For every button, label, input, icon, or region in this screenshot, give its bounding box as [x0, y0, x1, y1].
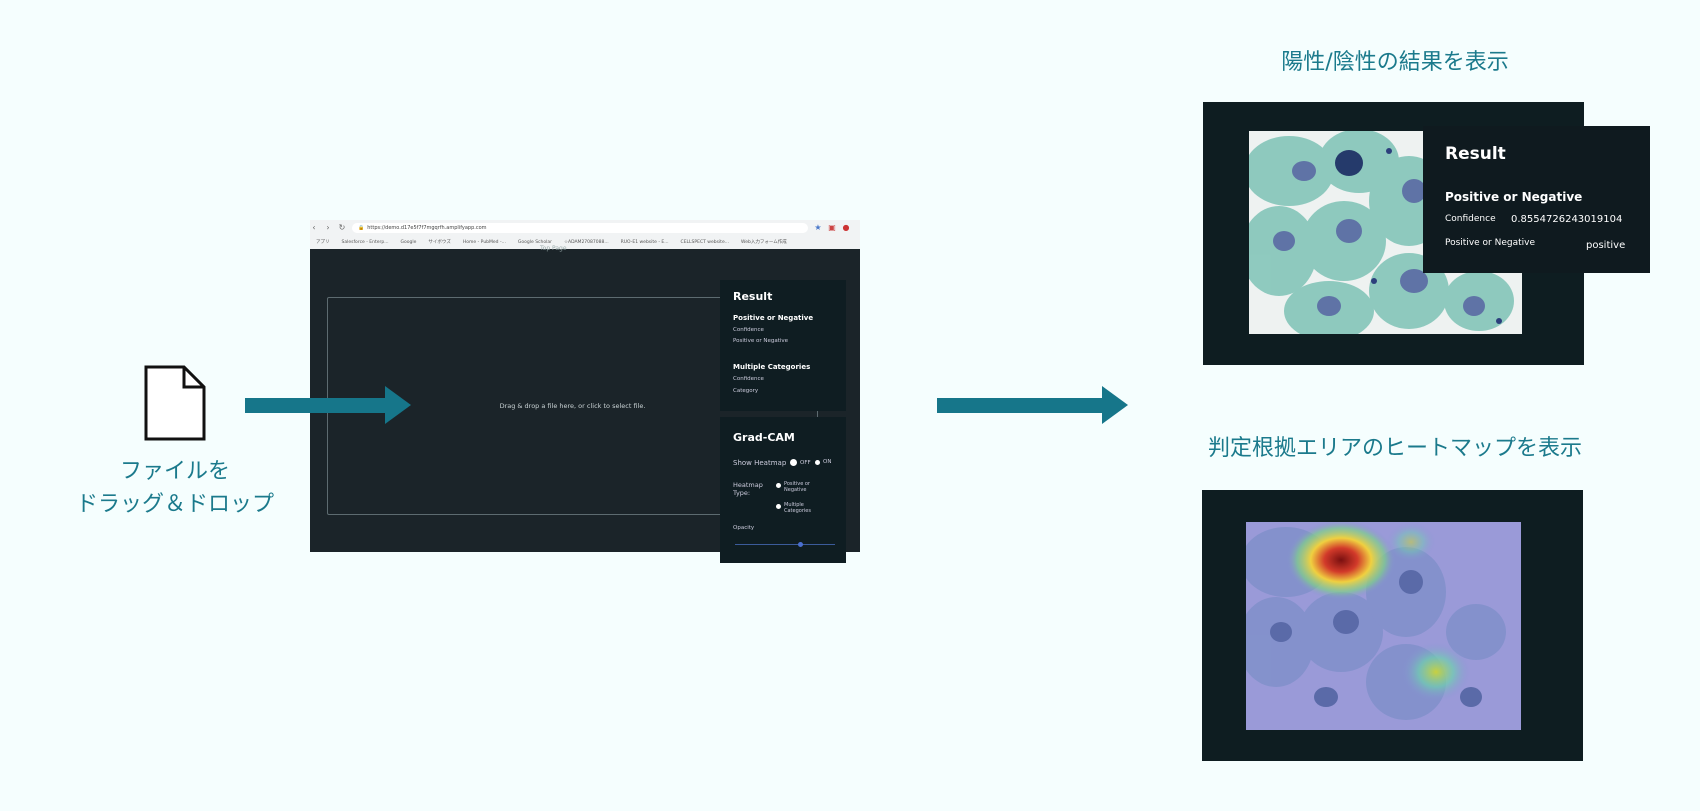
result-panel: Result Positive or Negative Confidence P…	[720, 280, 846, 411]
radio-type2-icon	[776, 504, 781, 509]
arrow-middle-body	[937, 398, 1104, 413]
bookmark-item[interactable]: Web入力フォーム作成	[741, 240, 787, 245]
bookmark-item[interactable]: サイボウズ	[428, 240, 451, 245]
back-icon[interactable]: ‹	[312, 223, 316, 232]
reload-icon[interactable]: ↻	[338, 223, 346, 232]
overlay-confidence-value: 0.8554726243019104	[1511, 214, 1623, 225]
arrow-left-body	[245, 398, 385, 413]
overlay-confidence-label: Confidence	[1445, 214, 1496, 224]
bookmark-item[interactable]: CELLSPECT website...	[680, 239, 730, 245]
radio-off-icon	[790, 459, 797, 466]
address-bar[interactable]: 🔒 https://demo.d17e5f7f7mgqrfh.amplifyap…	[352, 222, 808, 233]
caption-line1: ファイルを	[119, 459, 230, 484]
result-caption: 陽性/陰性の結果を表示	[1281, 50, 1509, 75]
bookmarks-bar: アプリ Salesforce - Enterp... Google サイボウズ Home…	[310, 235, 860, 249]
bookmark-item[interactable]: Home - PubMed -...	[462, 239, 506, 245]
type-option1-label: Positive or Negative	[784, 481, 810, 493]
result-overlay-panel: Result Positive or Negative Confidence 0…	[1423, 126, 1650, 273]
bookmark-item[interactable]: ☆ADAM27087088...	[563, 239, 609, 245]
dropzone-text: Drag & drop a file here, or click to sel…	[499, 402, 646, 410]
url-text: https://demo.d17e5f7f7mgqrfh.amplifyapp.…	[367, 224, 487, 231]
mc-heading: Multiple Categories	[733, 363, 811, 371]
overlay-pn-value: positive	[1586, 240, 1626, 251]
address-row: ‹ › ↻ 🔒 https://demo.d17e5f7f7mgqrfh.amp…	[310, 220, 860, 235]
arrow-left-head	[385, 386, 411, 424]
heatmap-type-label: Heatmap Type:	[733, 481, 763, 497]
gradcam-panel: Grad-CAM Show Heatmap OFF ON Heatmap Typ…	[720, 417, 846, 563]
gradcam-title: Grad-CAM	[733, 431, 795, 444]
off-label: OFF	[800, 459, 811, 466]
overlay-pn-label: Positive or Negative	[1445, 238, 1536, 248]
extension-icon[interactable]: ▣	[828, 223, 836, 232]
avatar[interactable]: ●	[842, 223, 850, 232]
type-option2-label: Multiple Categories	[784, 502, 811, 514]
type-option2-radio[interactable]: Multiple Categories	[776, 502, 824, 514]
bookmark-item[interactable]: RUO-E1 website - E...	[620, 239, 669, 245]
pn-result-label: Positive or Negative	[733, 338, 789, 344]
heatmap-off-radio[interactable]: OFF	[790, 459, 811, 466]
opacity-label: Opacity	[733, 525, 755, 531]
bookmark-item[interactable]: Salesforce - Enterp...	[341, 239, 389, 245]
mc-category-label: Category	[733, 388, 759, 394]
overlay-title: Result	[1445, 144, 1506, 164]
heatmap-image	[1246, 522, 1521, 730]
radio-type1-icon	[776, 483, 781, 488]
on-label: ON	[823, 459, 832, 465]
radio-on-icon	[815, 459, 820, 465]
bookmark-item[interactable]: Google	[400, 239, 417, 245]
pn-heading: Positive or Negative	[733, 314, 814, 322]
forward-icon[interactable]: ›	[326, 223, 330, 232]
file-icon	[144, 365, 206, 441]
overlay-heading: Positive or Negative	[1445, 190, 1583, 204]
page-header: Top Page	[540, 245, 567, 252]
opacity-slider-thumb[interactable]	[797, 542, 803, 547]
heatmap-on-radio[interactable]: ON	[815, 459, 831, 465]
opacity-slider-track[interactable]	[735, 542, 835, 547]
mc-confidence-label: Confidence	[733, 376, 764, 382]
pn-confidence-label: Confidence	[733, 327, 764, 333]
star-icon[interactable]: ★	[814, 223, 822, 232]
arrow-middle-head	[1102, 386, 1128, 424]
show-heatmap-label: Show Heatmap	[733, 459, 787, 467]
bookmark-item[interactable]: Google Scholar	[517, 239, 552, 245]
caption-line2: ドラッグ＆ドロップ	[75, 492, 274, 517]
type-option1-radio[interactable]: Positive or Negative	[776, 481, 824, 493]
drag-drop-caption: ファイルを ドラッグ＆ドロップ	[40, 455, 310, 521]
lock-icon: 🔒	[358, 224, 365, 231]
heatmap-caption: 判定根拠エリアのヒートマップを表示	[1207, 436, 1582, 461]
browser-chrome: ‹ › ↻ 🔒 https://demo.d17e5f7f7mgqrfh.amp…	[310, 220, 860, 249]
result-title: Result	[733, 290, 773, 303]
bookmark-item[interactable]: アプリ	[316, 240, 330, 245]
